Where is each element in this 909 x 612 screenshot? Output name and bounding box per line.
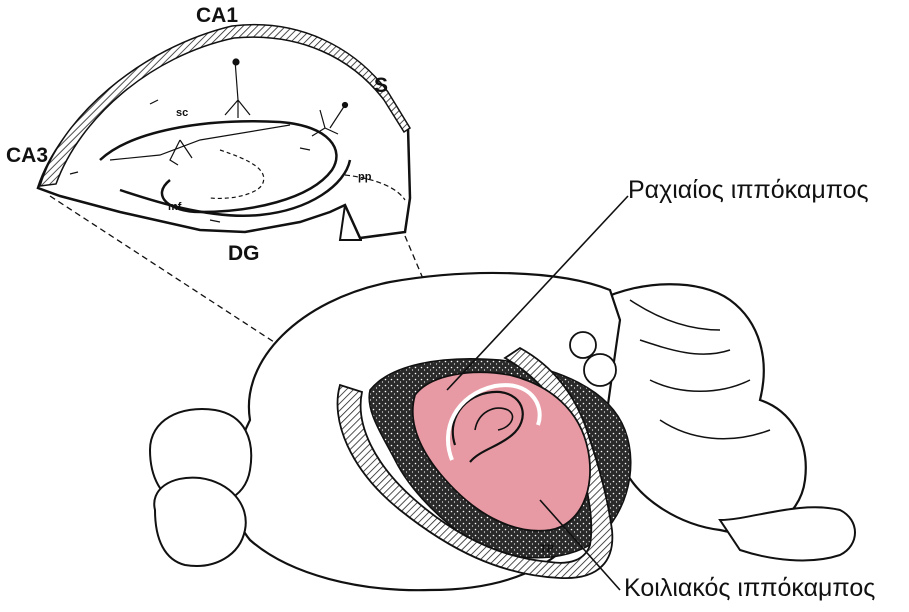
label-ca3: CA3 xyxy=(6,144,48,167)
label-dg: DG xyxy=(228,242,260,265)
cerebellum xyxy=(600,284,806,532)
label-pp: pp xyxy=(358,171,372,183)
colliculus-lower xyxy=(584,354,616,386)
colliculus-upper xyxy=(570,332,596,358)
label-mf: mf xyxy=(168,201,182,213)
callout-dorsal-label: Ραχιαίος ιππόκαμπος xyxy=(628,176,869,204)
label-s: S xyxy=(374,74,388,97)
rat-brain: TP xyxy=(150,273,855,590)
callout-ventral-label: Κοιλιακός ιππόκαμπος xyxy=(624,574,875,602)
hippocampal-slice-inset: CA1 CA3 S DG sc mf pp xyxy=(6,4,410,265)
label-ca1: CA1 xyxy=(196,4,238,27)
label-sc: sc xyxy=(176,107,188,119)
label-tp: TP xyxy=(540,543,554,555)
